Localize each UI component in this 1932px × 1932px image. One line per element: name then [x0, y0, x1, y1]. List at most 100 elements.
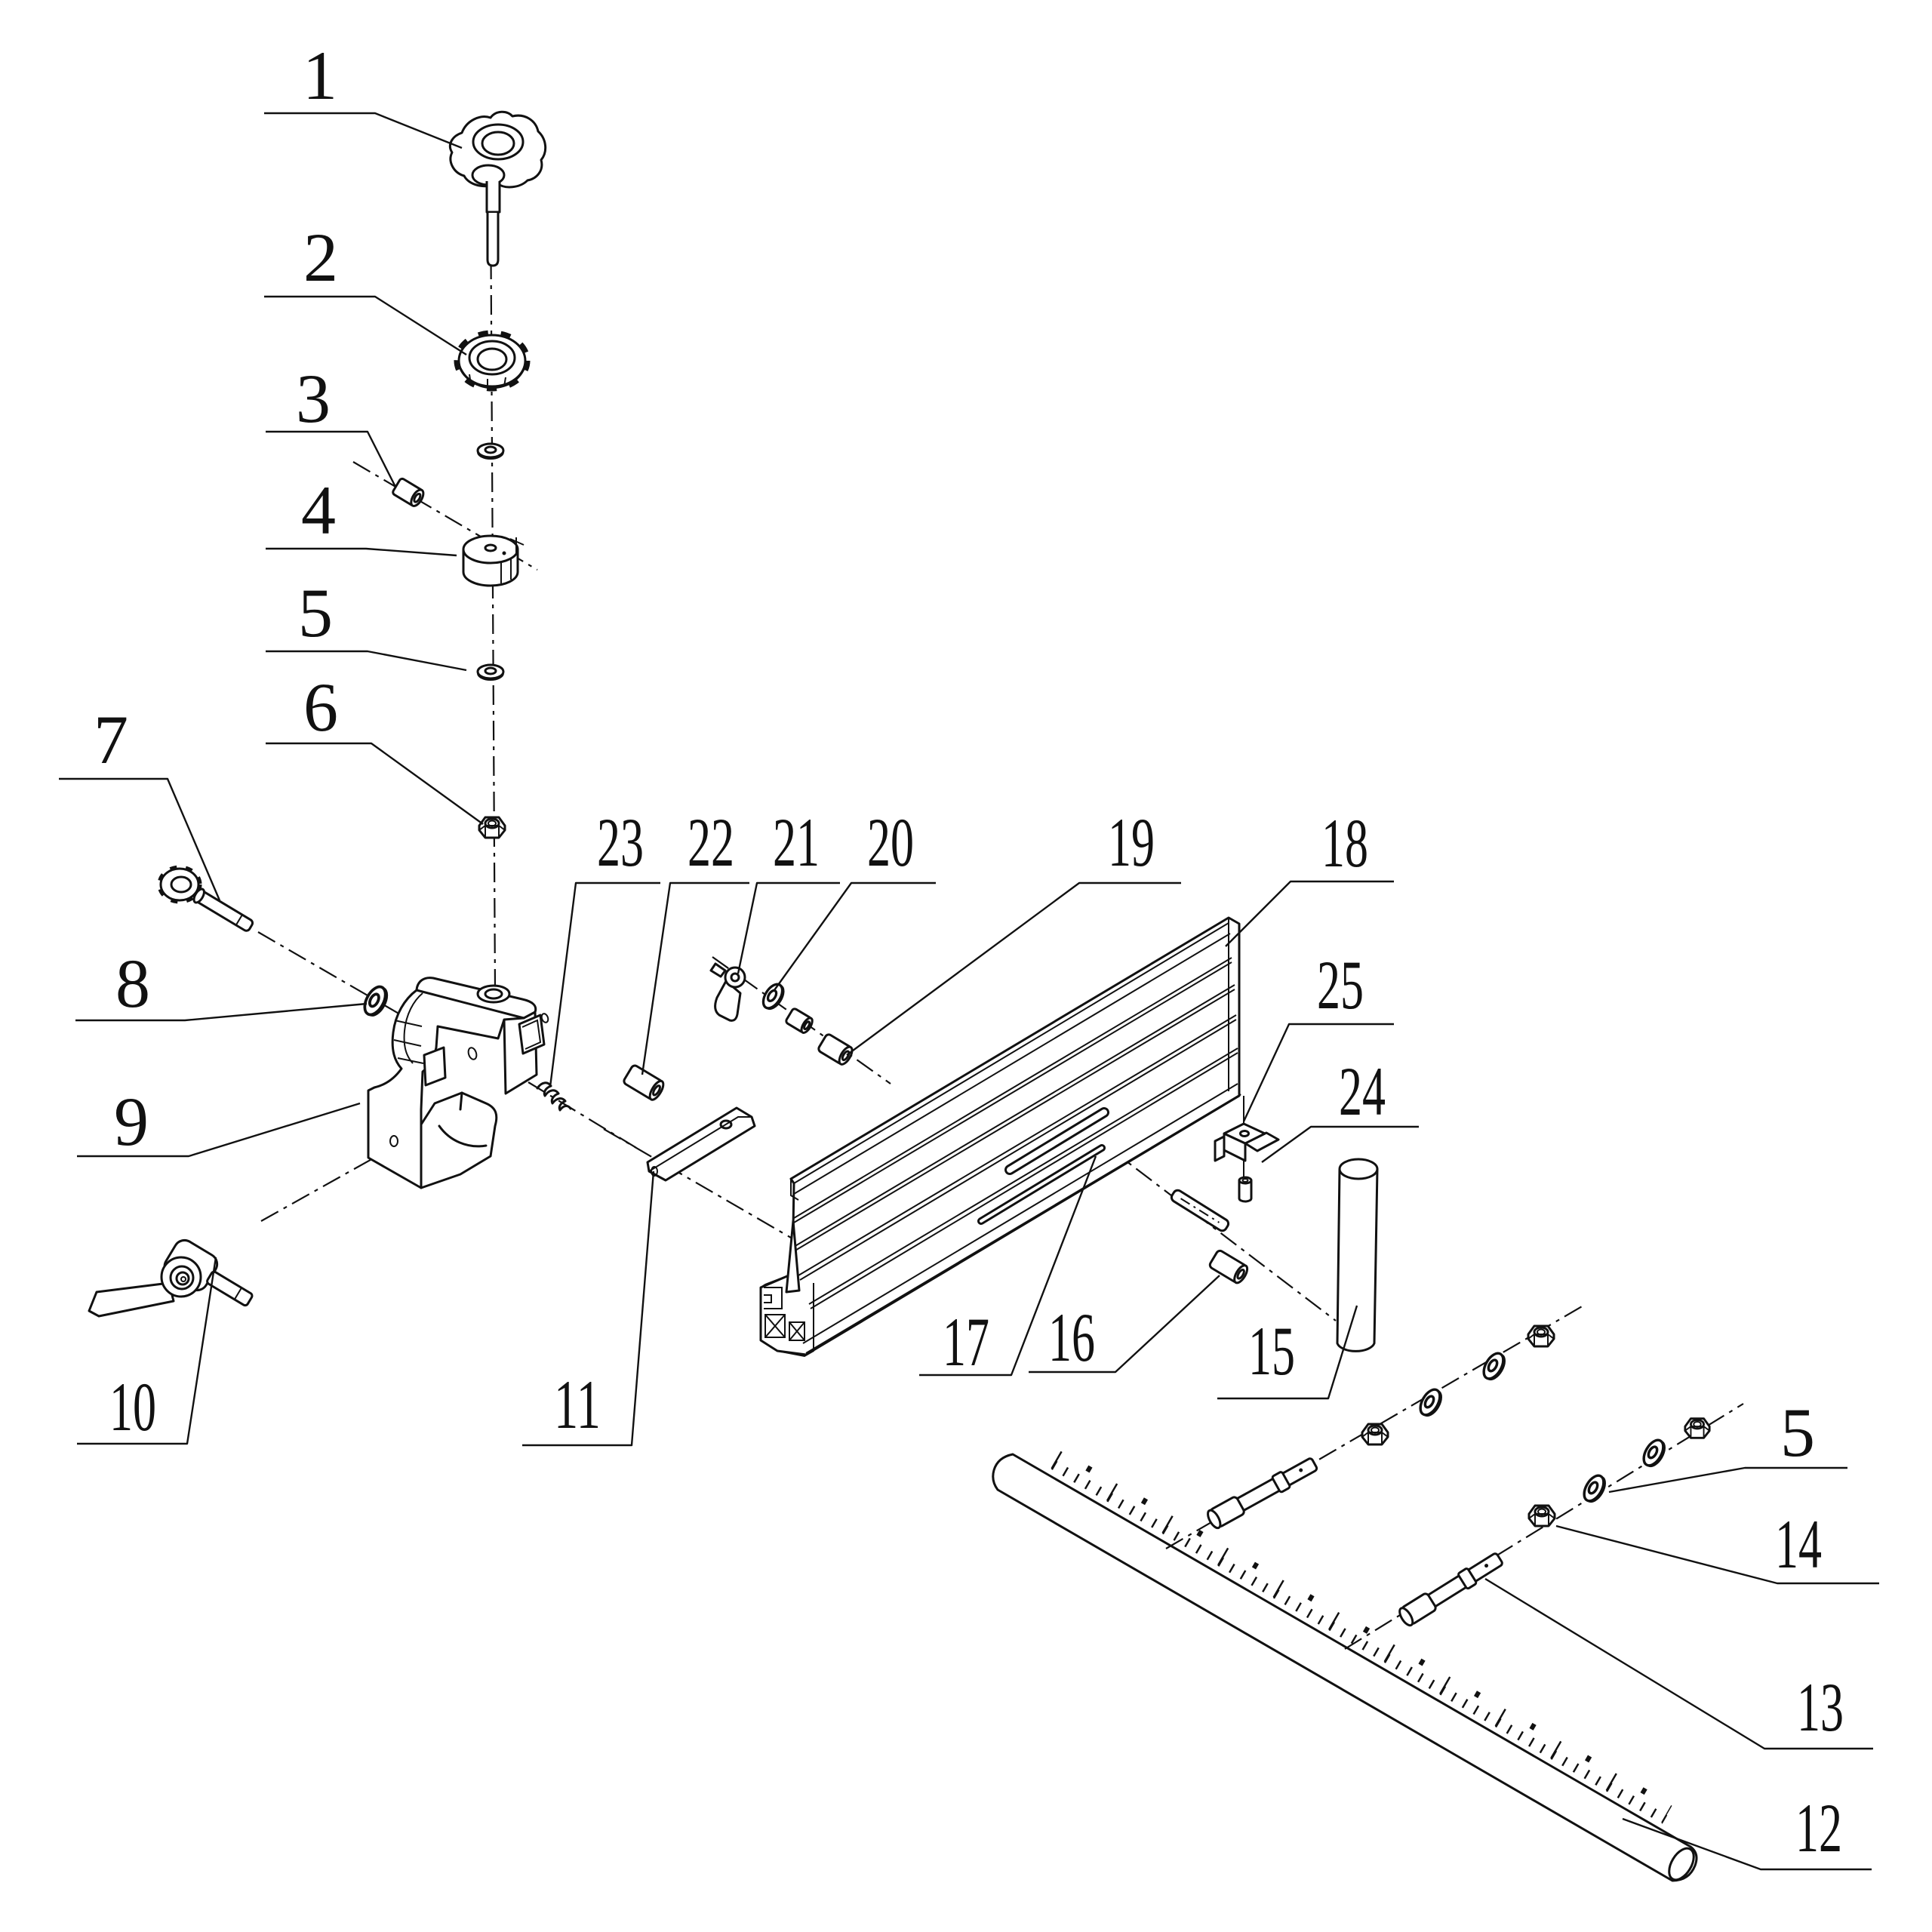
leader-20: [774, 881, 936, 991]
washer-rim: [477, 672, 504, 681]
part-7-pin-knob: [157, 865, 254, 932]
leader-13: [1484, 1577, 1873, 1750]
callout-5b: 5: [1780, 1394, 1815, 1471]
bar11-axis: [603, 1128, 792, 1238]
stud-dot: [1299, 1468, 1303, 1472]
lever-arm: [88, 1281, 175, 1318]
fence-left-profile: [760, 1220, 814, 1358]
part-21-pawl: [709, 962, 746, 1022]
callout-12: 12: [1795, 1789, 1842, 1866]
pin-step: [235, 914, 243, 926]
pin-body: [1238, 1180, 1253, 1203]
barrel-ring-1: [169, 1265, 195, 1291]
bracket-top-bore: [484, 988, 503, 1000]
part-10-cam-lever: [88, 1238, 254, 1318]
profile-cavity-x2: [789, 1321, 805, 1341]
ruler-major-ticks: [1051, 1451, 1672, 1823]
skirt-flute-3: [503, 377, 506, 387]
bracket-side-hole: [540, 1013, 549, 1023]
callout-10: 10: [109, 1368, 156, 1445]
knob-stem-upper: [485, 181, 501, 214]
knob-ring-outer: [472, 123, 525, 161]
leader-3: [266, 430, 397, 488]
bracket-arm-seams: [393, 1020, 424, 1064]
pin-top-bore: [1241, 1178, 1249, 1183]
star-knob-bore: [476, 347, 508, 371]
callout-17: 17: [943, 1303, 989, 1380]
callout-6: 6: [303, 669, 338, 746]
pin-knob-scallops: [157, 865, 202, 904]
fence-bottom-band: [802, 1083, 1241, 1354]
bracket-front-hole: [467, 1047, 478, 1060]
leader-17: [919, 1155, 1097, 1377]
part-14-hex-nut: [1527, 1504, 1556, 1527]
washer-outer: [476, 442, 505, 459]
callout-22: 22: [688, 804, 734, 881]
barrel-stud-step: [233, 1287, 242, 1300]
leader-14: [1555, 1524, 1879, 1585]
part-nut-b2: [1684, 1417, 1711, 1439]
rod-inner: [980, 1146, 1103, 1223]
washer-rim: [477, 451, 504, 460]
callout-16: 16: [1048, 1299, 1095, 1376]
callout-9: 9: [114, 1083, 149, 1160]
pawl-spur: [709, 962, 727, 978]
part-1-lobed-knob: [448, 110, 547, 267]
leader-1: [264, 112, 463, 149]
bar-body: [646, 1106, 756, 1182]
pin-knob-ring: [170, 875, 192, 894]
part-spacer-small: [785, 1008, 814, 1034]
part-washer-a1: [1415, 1385, 1447, 1420]
part-23-spring: [536, 1081, 572, 1112]
cylinder-body: [1336, 1168, 1379, 1352]
stud-sleeve-end: [1398, 1607, 1414, 1627]
leader-5-lower: [1608, 1466, 1847, 1494]
skirt-flute-1: [469, 374, 472, 386]
callout-11: 11: [554, 1366, 601, 1443]
callout-23: 23: [597, 804, 644, 881]
fence-face: [759, 916, 1241, 1356]
ruler-end-face: [1668, 1847, 1695, 1881]
part-11-flat-bar: [646, 1106, 756, 1182]
leader-24: [1261, 1125, 1419, 1163]
bracket-front-notch: [423, 1046, 447, 1087]
part-24-stud-pin: [1238, 1176, 1253, 1203]
callout-21: 21: [773, 804, 820, 881]
leader-18: [1225, 880, 1394, 947]
leader-12: [1622, 1817, 1872, 1871]
pawl-bore: [730, 972, 740, 983]
barrel-ring-3: [180, 1276, 186, 1282]
callout-1: 1: [303, 37, 337, 114]
callout-25: 25: [1317, 946, 1364, 1023]
washer-hole: [484, 445, 497, 454]
callout-2: 2: [303, 219, 338, 296]
stud-collar: [1457, 1567, 1478, 1590]
disc-top: [462, 534, 519, 565]
disc-notch: [509, 537, 525, 553]
cylinder-top: [1338, 1158, 1379, 1180]
pawl-arm: [714, 980, 742, 1022]
clamp-bore: [1239, 1130, 1250, 1137]
bracket-block-hole: [389, 1135, 398, 1147]
barrel-face: [160, 1256, 202, 1298]
bushing-bore: [841, 1050, 851, 1062]
profile-cavity-c: [764, 1287, 783, 1309]
leader-2: [264, 295, 467, 356]
bar-end-pin: [651, 1166, 658, 1177]
profile-blade: [785, 1220, 801, 1294]
barrel-stud: [206, 1270, 254, 1307]
fence-rib-pair-3: [798, 1014, 1237, 1281]
rod-pin-axis: [1180, 1198, 1220, 1223]
callout-19: 19: [1108, 804, 1155, 881]
leader-9: [77, 1102, 361, 1158]
fence-rib-pair-1: [793, 957, 1232, 1223]
fence-right-edge: [1228, 924, 1241, 1098]
callout-3: 3: [296, 360, 331, 437]
fence-cap-lines: [790, 918, 1231, 1201]
spacer-bore: [803, 1020, 811, 1031]
bracket-arm-inner: [403, 992, 423, 1064]
ruler-body: [992, 1453, 1698, 1882]
disc-pin-dot: [502, 551, 506, 555]
stud-dot: [1484, 1564, 1489, 1568]
